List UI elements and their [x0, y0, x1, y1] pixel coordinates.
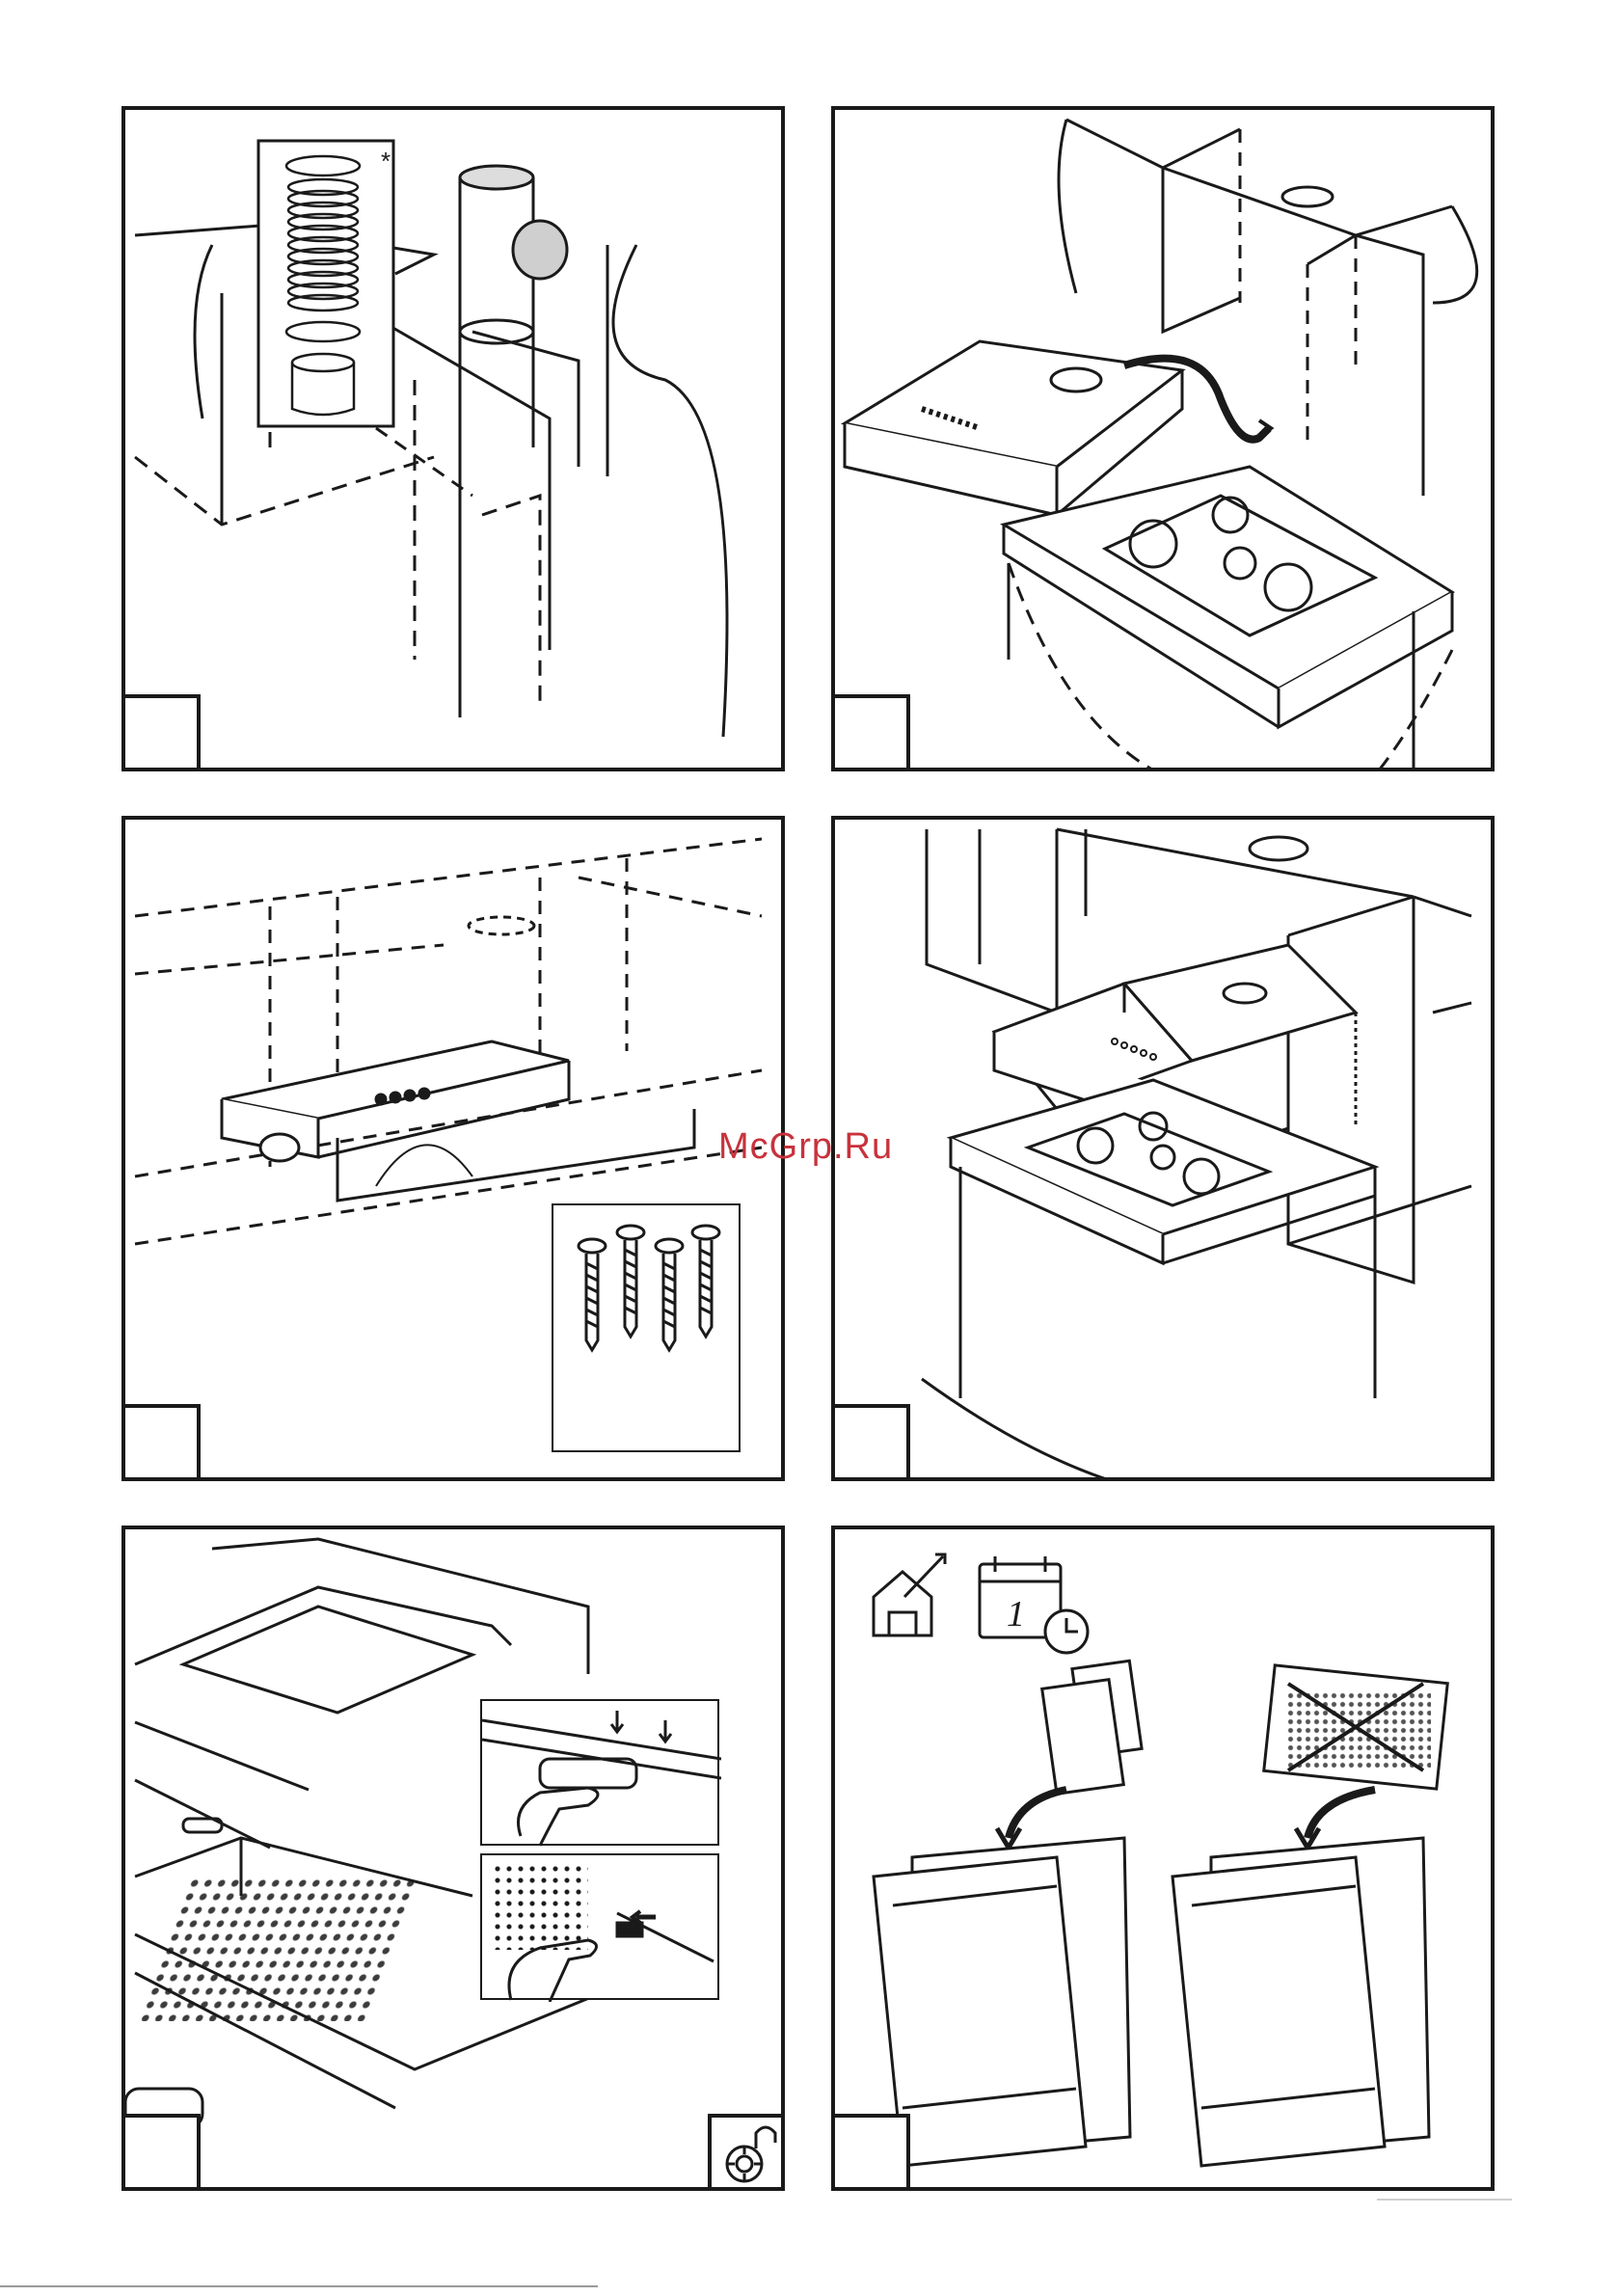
installed-hood-over-hob-illustration	[835, 820, 1495, 1481]
watermark: McGrp.Ru	[718, 1126, 893, 1168]
carbon-filter-mesh	[1286, 1691, 1431, 1769]
footer-rule-bottom	[0, 2285, 598, 2287]
filter-dishwasher-cleaning-illustration: 1	[835, 1529, 1495, 2191]
filter-unlock-badge-icon	[708, 2114, 785, 2191]
step-number-box	[831, 1404, 910, 1481]
panel-filter-release	[121, 1526, 785, 2191]
step-number-box	[121, 694, 201, 771]
panel-placement	[831, 106, 1495, 771]
filter-latch-inset	[480, 1853, 719, 2000]
filter-handle-inset	[480, 1699, 719, 1846]
hand-pull-handle-icon	[482, 1701, 721, 1848]
exhaust-duct-connection-illustration: *	[125, 110, 785, 771]
panel-installed	[831, 816, 1495, 1481]
footer-rule-right	[1377, 2199, 1512, 2201]
latch-slide-icon	[482, 1855, 721, 2002]
step-number-box	[831, 694, 910, 771]
panel-screw-mounting	[121, 816, 785, 1481]
step-number-box	[831, 2114, 910, 2191]
outdoor-vent-house-icon	[874, 1554, 945, 1635]
panel-filter-cleaning: 1	[831, 1526, 1495, 2191]
step-number-box	[121, 2114, 201, 2191]
optional-part-asterisk-icon: *	[381, 147, 391, 176]
screw-kit-box	[552, 1203, 741, 1452]
svg-text:1: 1	[1007, 1594, 1025, 1634]
clock-icon	[1045, 1610, 1088, 1653]
panel-ducting: *	[121, 106, 785, 771]
screws-icon	[553, 1205, 742, 1454]
hood-placement-over-hob-illustration	[835, 110, 1495, 771]
step-number-box	[121, 1404, 201, 1481]
